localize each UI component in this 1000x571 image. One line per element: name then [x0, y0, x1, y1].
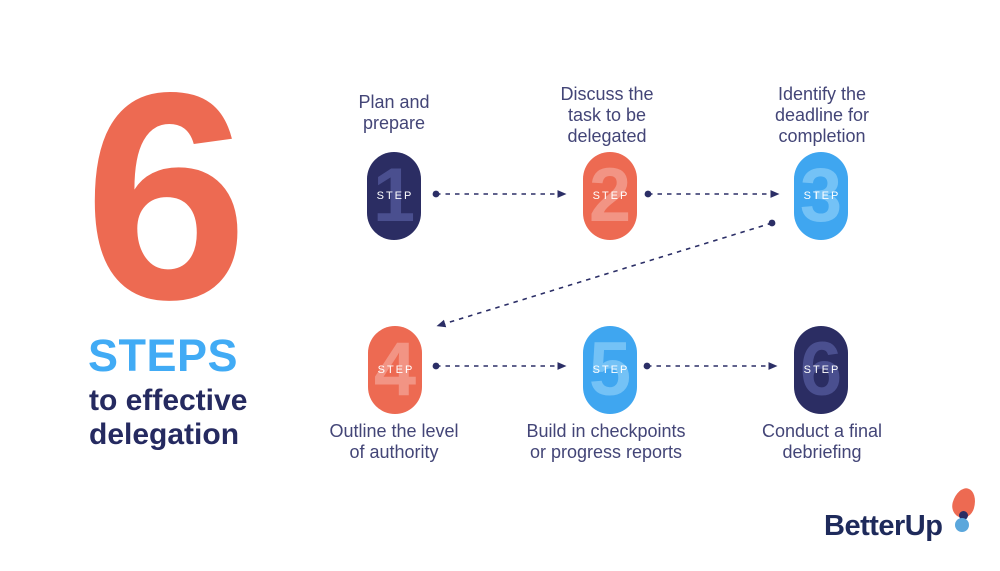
step-6-label: Conduct a final debriefing [761, 421, 883, 462]
step-6-number: 6 [799, 327, 843, 412]
step-6-pill: 6 STEP [794, 326, 848, 414]
step-4-pill: 4 STEP [368, 326, 422, 414]
big-number-6: 6 [84, 31, 248, 361]
title-subtitle: to effective delegation [89, 384, 247, 452]
step-3-word: STEP [803, 190, 841, 202]
subtitle-line-1: to effective [89, 384, 248, 417]
step-3-pill: 3 STEP [794, 152, 848, 240]
betterup-logo-mark [948, 485, 988, 540]
step-1-pill: 1 STEP [367, 152, 421, 240]
step-1-word: STEP [376, 190, 414, 202]
step-5-word: STEP [592, 364, 630, 376]
logo-blue-dot-icon [955, 518, 969, 532]
step-3-label: Identify the deadline for completion [774, 84, 870, 146]
step-4-number: 4 [373, 327, 417, 412]
betterup-wordmark: BetterUp [824, 510, 943, 542]
step-2-word: STEP [592, 190, 630, 202]
step-2-pill: 2 STEP [583, 152, 637, 240]
subtitle-line-2: delegation [89, 418, 240, 451]
step-4-word: STEP [377, 364, 415, 376]
logo-navy-dot-icon [959, 511, 968, 520]
step-4-label: Outline the level of authority [329, 421, 459, 462]
step-6-word: STEP [803, 364, 841, 376]
step-2-label: Discuss the task to be delegated [560, 84, 654, 146]
step-1-label: Plan and prepare [358, 92, 430, 133]
step-3-number: 3 [799, 153, 843, 238]
step-1-number: 1 [372, 153, 416, 238]
step-5-label: Build in checkpoints or progress reports [526, 421, 686, 462]
title-steps-word: STEPS [88, 330, 239, 381]
step-5-number: 5 [588, 327, 632, 412]
step-5-pill: 5 STEP [583, 326, 637, 414]
